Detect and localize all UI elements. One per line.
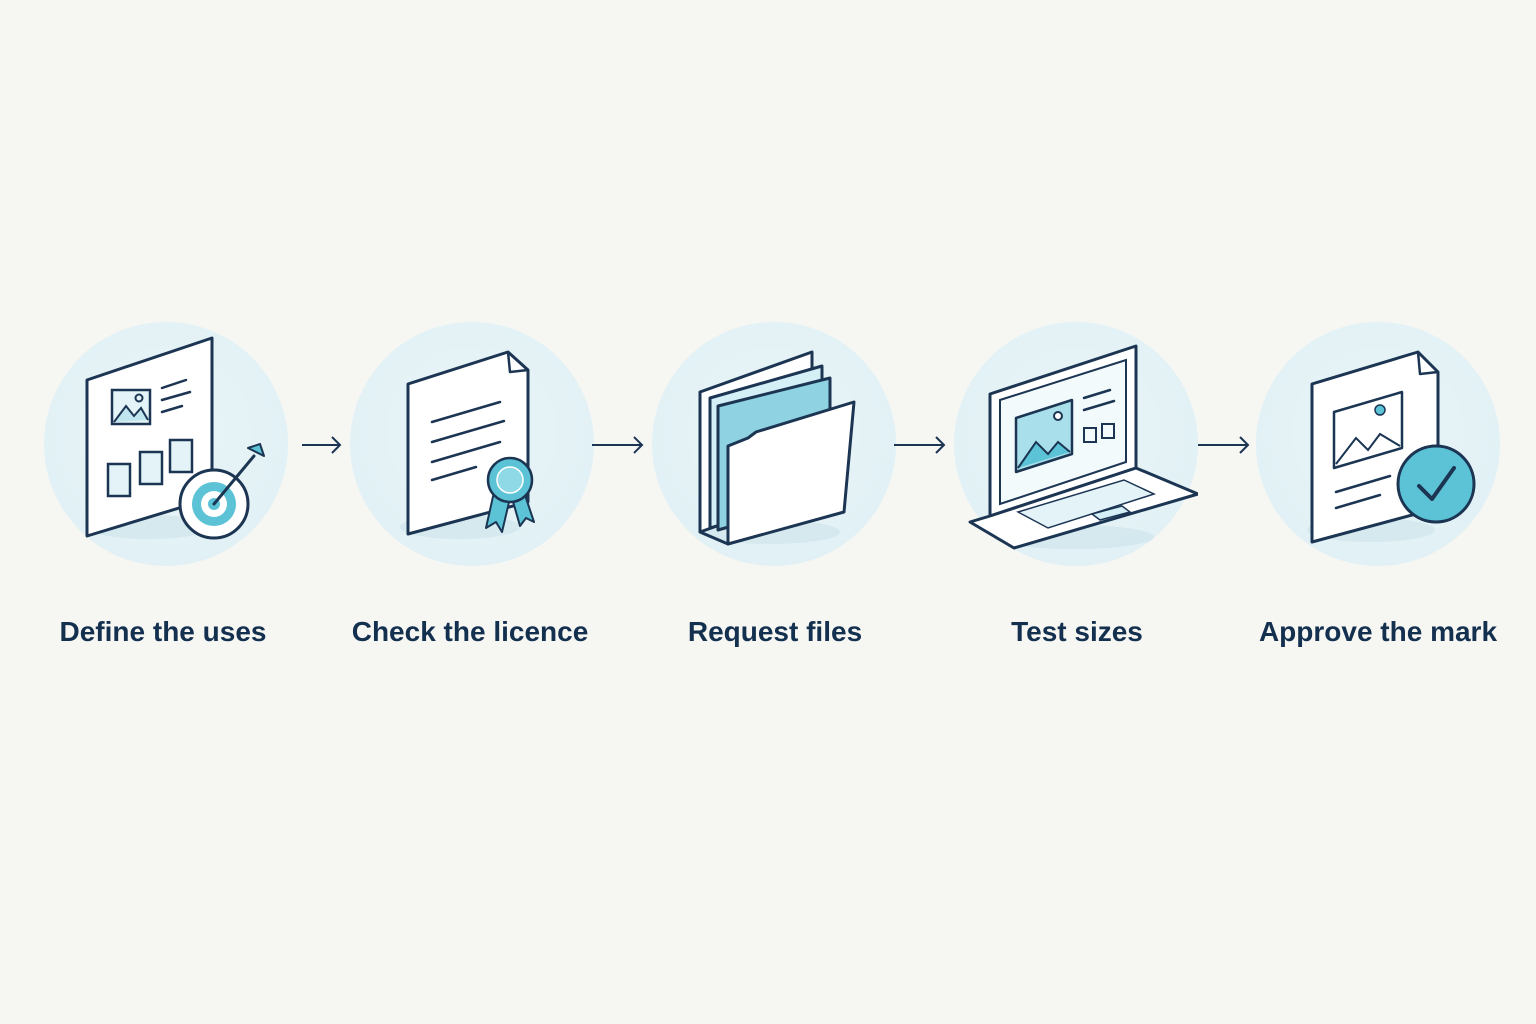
arrow-right-icon — [592, 436, 644, 454]
step-5-label: Approve the mark — [1258, 616, 1498, 647]
arrow-right-icon — [1198, 436, 1250, 454]
step-2-label: Check the licence — [351, 616, 589, 647]
step-1-label: Define the uses — [59, 616, 267, 647]
arrow-right-icon — [302, 436, 342, 454]
target-document-icon — [85, 336, 265, 540]
approved-document-icon — [1307, 350, 1476, 544]
step-3-label: Request files — [687, 616, 863, 647]
folder-files-icon — [698, 350, 856, 546]
arrow-right-icon — [894, 436, 946, 454]
laptop-image-icon — [968, 344, 1198, 550]
certificate-document-icon — [400, 350, 535, 539]
step-4-label: Test sizes — [1011, 616, 1143, 647]
